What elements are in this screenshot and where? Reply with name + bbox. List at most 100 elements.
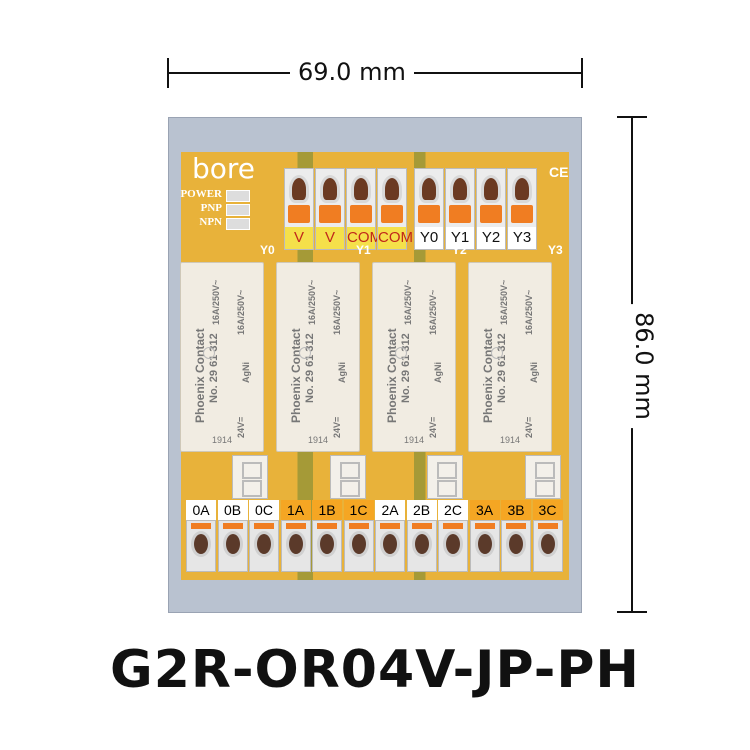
relay-date-code: 1914	[307, 435, 329, 445]
relay-rating-ul: 16A/250V~	[332, 289, 342, 335]
release-lever[interactable]	[380, 523, 400, 529]
height-dimension-tick-bottom	[617, 611, 647, 613]
release-lever[interactable]	[319, 205, 341, 223]
wire-hole	[411, 531, 432, 557]
relay-led-window	[491, 347, 503, 359]
relay-maker: Phoenix Contact	[289, 328, 303, 423]
brand-logo: bore	[192, 152, 256, 185]
release-lever[interactable]	[537, 523, 558, 529]
relay-maker: Phoenix Contact	[385, 328, 399, 423]
terminal-label-1c: 1C	[343, 500, 374, 520]
release-lever[interactable]	[348, 523, 369, 529]
terminal-v[interactable]: V	[284, 168, 314, 250]
terminal-label-3a: 3A	[469, 500, 500, 520]
terminal-0a[interactable]	[186, 520, 216, 572]
relay-rating-ul: 16A/250V~	[428, 289, 438, 335]
height-dimension-label: 86.0 mm	[629, 304, 658, 428]
relay-silk-label: Y0	[260, 243, 275, 257]
relay-silk-label: Y2	[452, 243, 467, 257]
jumper-connector	[232, 455, 268, 499]
relay-maker: Phoenix Contact	[193, 328, 207, 423]
terminal-label: Y1	[446, 227, 474, 249]
release-lever[interactable]	[381, 205, 403, 223]
release-lever[interactable]	[449, 205, 471, 223]
release-lever[interactable]	[222, 523, 243, 529]
relay-silk-label: Y1	[356, 243, 371, 257]
ce-mark: CE	[549, 164, 569, 180]
terminal-com[interactable]: COM	[346, 168, 382, 250]
terminal-0c[interactable]	[249, 520, 279, 572]
release-lever[interactable]	[411, 523, 432, 529]
relay-part-number: No. 29 61 312	[304, 333, 316, 403]
wire-hole	[317, 531, 337, 557]
terminal-y1[interactable]: Y1	[445, 168, 475, 250]
relay-date-code: 1914	[211, 435, 233, 445]
terminal-1b[interactable]	[312, 520, 342, 572]
wire-hole	[450, 175, 470, 203]
relay-material: AgNi	[241, 362, 251, 383]
relay-rating: 16A/250V~	[307, 279, 317, 325]
relay-date-code: 1914	[403, 435, 425, 445]
terminal-label: V	[316, 227, 344, 249]
terminal-label-2a: 2A	[375, 500, 405, 520]
release-lever[interactable]	[480, 205, 502, 223]
terminal-label: Y3	[508, 227, 536, 249]
relay-rating-ul: 16A/250V~	[236, 289, 246, 335]
wire-hole	[382, 175, 402, 203]
led-label-power: POWER	[180, 188, 222, 200]
wire-hole	[254, 531, 274, 557]
led-label-npn: NPN	[199, 216, 222, 228]
width-dimension-tick-left	[167, 58, 169, 88]
terminal-2a[interactable]	[375, 520, 405, 572]
relay-rating: 16A/250V~	[403, 279, 413, 325]
relay-date-code: 1914	[499, 435, 521, 445]
terminal-3b[interactable]	[501, 520, 531, 572]
relay-led-window	[299, 347, 311, 359]
release-lever[interactable]	[506, 523, 526, 529]
wire-hole	[506, 531, 526, 557]
terminal-2b[interactable]	[406, 520, 437, 572]
release-lever[interactable]	[317, 523, 337, 529]
terminal-label-0b: 0B	[217, 500, 248, 520]
relay-part-number: No. 29 61 312	[400, 333, 412, 403]
release-lever[interactable]	[443, 523, 463, 529]
release-lever[interactable]	[511, 205, 533, 223]
wire-hole	[289, 175, 309, 203]
led-label-pnp: PNP	[200, 202, 222, 214]
terminal-y2[interactable]: Y2	[476, 168, 506, 250]
relay-material: AgNi	[337, 362, 347, 383]
terminal-3c[interactable]	[532, 520, 563, 572]
release-lever[interactable]	[288, 205, 310, 223]
jumper-connector	[427, 455, 463, 499]
terminal-v[interactable]: V	[315, 168, 345, 250]
terminal-3a[interactable]	[469, 520, 500, 572]
relay-material: AgNi	[433, 362, 443, 383]
terminal-label-1b: 1B	[312, 500, 342, 520]
terminal-label: COM	[378, 227, 413, 249]
relay-material: AgNi	[529, 362, 539, 383]
wire-hole	[443, 531, 463, 557]
jumper-connector	[329, 455, 366, 499]
terminal-label: Y0	[415, 227, 443, 249]
terminal-2c[interactable]	[438, 520, 468, 572]
terminal-y0[interactable]: Y0	[414, 168, 444, 250]
release-lever[interactable]	[418, 205, 440, 223]
terminal-0b[interactable]	[217, 520, 248, 572]
release-lever[interactable]	[350, 205, 372, 223]
release-lever[interactable]	[285, 523, 306, 529]
terminal-1c[interactable]	[343, 520, 374, 572]
release-lever[interactable]	[254, 523, 274, 529]
release-lever[interactable]	[191, 523, 211, 529]
terminal-label-3c: 3C	[532, 500, 563, 520]
wire-hole	[222, 531, 243, 557]
terminal-label: Y2	[477, 227, 505, 249]
terminal-y3[interactable]: Y3	[507, 168, 537, 250]
terminal-com[interactable]: COM	[377, 168, 413, 250]
release-lever[interactable]	[474, 523, 495, 529]
terminal-1a[interactable]	[280, 520, 311, 572]
